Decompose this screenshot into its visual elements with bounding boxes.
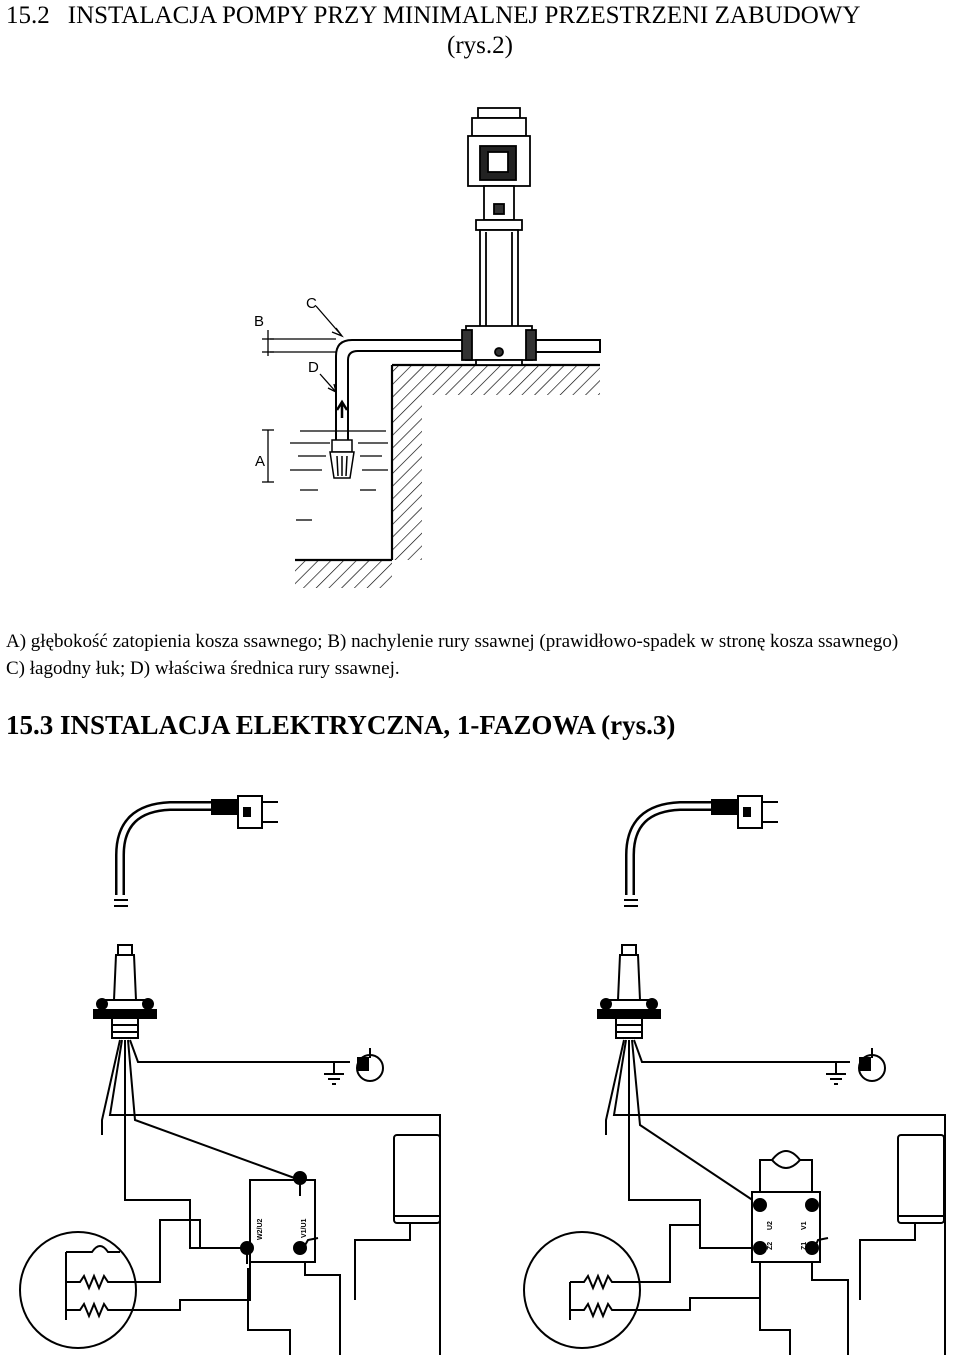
wiring-diagram-right	[523, 795, 946, 1355]
ground-hatching	[295, 363, 600, 588]
motor-windings	[19, 1231, 137, 1349]
thermal-protector	[759, 1150, 813, 1205]
label-b: B	[254, 313, 264, 330]
figure-reference: (rys.2)	[447, 32, 513, 59]
section-heading-15-3: 15.3 INSTALACJA ELEKTRYCZNA, 1-FAZOWA (r…	[6, 710, 676, 740]
label-a: A	[255, 453, 265, 470]
wiring-diagram-left	[19, 795, 441, 1355]
terminal-label-u2: U2	[767, 1221, 774, 1230]
motor-windings	[523, 1231, 641, 1349]
caption-line-2: C) łagodny łuk; D) właściwa średnica rur…	[6, 658, 400, 679]
terminal-label-z2: Z2	[767, 1242, 774, 1250]
vertical-pump	[461, 107, 537, 366]
wiring-diagrams: W2/U2 V1/U1	[19, 795, 946, 1355]
terminal-board	[240, 1171, 319, 1264]
caption-line-1: A) głębokość zatopienia kosza ssawnego; …	[6, 631, 899, 652]
label-d: D	[308, 359, 319, 376]
terminal-label-v1u1: V1/U1	[301, 1218, 308, 1238]
terminal-label-w2u2: W2/U2	[257, 1219, 264, 1241]
capacitor	[393, 1134, 441, 1224]
discharge-pipe	[529, 339, 601, 353]
label-c: C	[306, 295, 317, 312]
power-plug	[711, 795, 778, 829]
dimension-lines	[262, 305, 344, 483]
foot-valve-strainer	[329, 439, 355, 479]
terminal-label-v1: V1	[801, 1221, 808, 1230]
section-heading-15-2: 15.2 INSTALACJA POMPY PRZY MINIMALNEJ PRZ…	[6, 2, 860, 30]
section-number: 15.2	[6, 2, 50, 29]
power-plug	[211, 795, 278, 829]
cable-gland	[93, 944, 157, 1039]
terminal-board	[751, 1191, 829, 1263]
suction-pipe	[270, 338, 468, 440]
earth-terminal	[826, 1048, 886, 1085]
cable-gland	[597, 944, 661, 1039]
terminal-label-z1: Z1	[801, 1242, 808, 1250]
pump-installation-diagram: A B C D	[254, 107, 601, 588]
section-title: INSTALACJA POMPY PRZY MINIMALNEJ PRZESTR…	[67, 2, 861, 29]
water-surface	[290, 430, 388, 521]
earth-terminal	[324, 1048, 384, 1085]
capacitor	[897, 1134, 945, 1224]
